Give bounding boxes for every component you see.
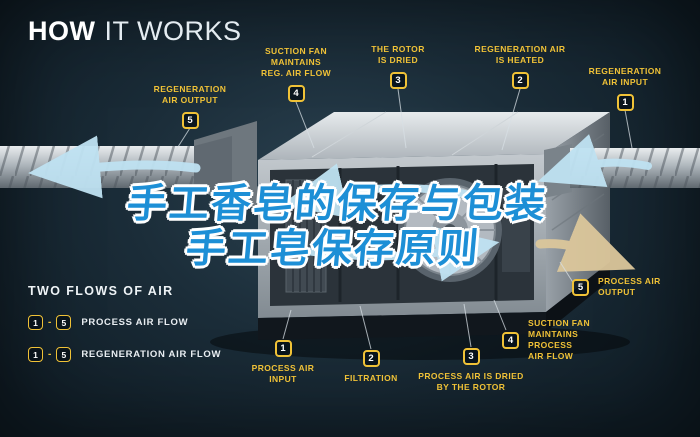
overlay-text: 手工香皂的保存与包装 手工皂保存原则 (66, 182, 604, 272)
regeneration-flow-arrow (280, 163, 474, 219)
callout-label: REGENERATION AIR IS HEATED (474, 44, 566, 66)
range-dash: - (48, 349, 52, 360)
step-number: 1 (33, 349, 38, 360)
callout-label: PROCESS AIR OUTPUT (598, 276, 661, 298)
range-dash: - (48, 317, 52, 328)
legend-label: PROCESS AIR FLOW (81, 317, 189, 328)
step-badge: 4 (502, 331, 519, 349)
callout-label: PROCESS AIR IS DRIED BY THE ROTOR (418, 371, 524, 393)
step-badge: 5 (572, 278, 589, 296)
unit-top-panel (258, 112, 610, 160)
callout-process-step-2: 2 FILTRATION (336, 350, 406, 384)
callout-label: REGENERATION AIR OUTPUT (153, 84, 227, 106)
step-number: 3 (468, 351, 474, 362)
callout-label: SUCTION FAN MAINTAINS REG. AIR FLOW (260, 46, 332, 79)
step-badge: 2 (511, 72, 529, 90)
legend-row-process: 1 - 5 PROCESS AIR FLOW (28, 315, 221, 330)
callout-label: FILTRATION (344, 373, 398, 383)
step-badge: 4 (287, 85, 305, 103)
title-secondary: IT WORKS (104, 16, 242, 46)
leader-lines (175, 88, 633, 350)
legend-row-regeneration: 1 - 5 REGENERATION AIR FLOW (28, 347, 221, 362)
callout-regen-step-4: SUCTION FAN MAINTAINS REG. AIR FLOW 4 (252, 46, 340, 103)
step-number: 5 (61, 349, 67, 360)
callout-label: PROCESS AIR INPUT (251, 363, 315, 385)
callout-process-step-4: 4 SUCTION FAN MAINTAINS PROCESS AIR FLOW (502, 318, 612, 362)
step-number: 1 (280, 343, 286, 354)
step-number: 1 (33, 317, 38, 328)
process-out-arrow (535, 213, 636, 272)
step-badge: 1 (274, 340, 292, 357)
callout-regen-step-1: REGENERATION AIR INPUT 1 (582, 66, 668, 112)
step-number: 2 (368, 353, 374, 364)
step-number: 4 (507, 334, 514, 346)
step-badge: 5 (56, 347, 72, 362)
callout-process-step-1: 1 PROCESS AIR INPUT (238, 340, 328, 385)
callout-label: SUCTION FAN MAINTAINS PROCESS AIR FLOW (528, 318, 591, 362)
step-badge: 1 (28, 347, 43, 362)
step-badge: 1 (616, 94, 634, 112)
title-primary: HOW (28, 16, 96, 46)
step-number: 3 (395, 75, 401, 87)
step-number: 1 (622, 97, 628, 109)
step-number: 5 (577, 281, 584, 293)
step-number: 5 (61, 317, 67, 328)
overlay-line-2: 手工皂保存原则 (184, 226, 482, 271)
step-number: 5 (187, 115, 193, 127)
page-title: HOW IT WORKS (28, 16, 242, 47)
step-badge: 1 (28, 315, 43, 330)
legend: TWO FLOWS OF AIR 1 - 5 PROCESS AIR FLOW … (28, 284, 221, 362)
callout-label: REGENERATION AIR INPUT (588, 66, 662, 88)
fan-box (502, 188, 530, 272)
unit-base (258, 312, 546, 340)
step-badge: 5 (56, 315, 72, 330)
step-badge: 5 (181, 112, 199, 130)
regeneration-in-arrow (537, 134, 652, 187)
callout-regen-step-5: REGENERATION AIR OUTPUT 5 (146, 84, 234, 130)
legend-heading: TWO FLOWS OF AIR (28, 284, 174, 298)
callout-regen-step-2: REGENERATION AIR IS HEATED 2 (474, 44, 566, 90)
callout-process-step-3: 3 PROCESS AIR IS DRIED BY THE ROTOR (412, 348, 530, 393)
step-number: 4 (293, 88, 299, 100)
step-badge: 2 (362, 350, 380, 367)
step-badge: 3 (462, 348, 480, 365)
step-number: 2 (517, 75, 523, 87)
step-badge: 3 (389, 72, 407, 90)
process-flow-arrow (296, 226, 500, 282)
callout-process-step-5: 5 PROCESS AIR OUTPUT (572, 276, 668, 298)
overlay-line-1: 手工香皂的保存与包装 (125, 182, 549, 226)
callout-label: THE ROTOR IS DRIED (371, 44, 425, 66)
callout-regen-step-3: THE ROTOR IS DRIED 3 (358, 44, 438, 90)
legend-label: REGENERATION AIR FLOW (81, 349, 222, 360)
regeneration-out-arrow (28, 135, 201, 199)
